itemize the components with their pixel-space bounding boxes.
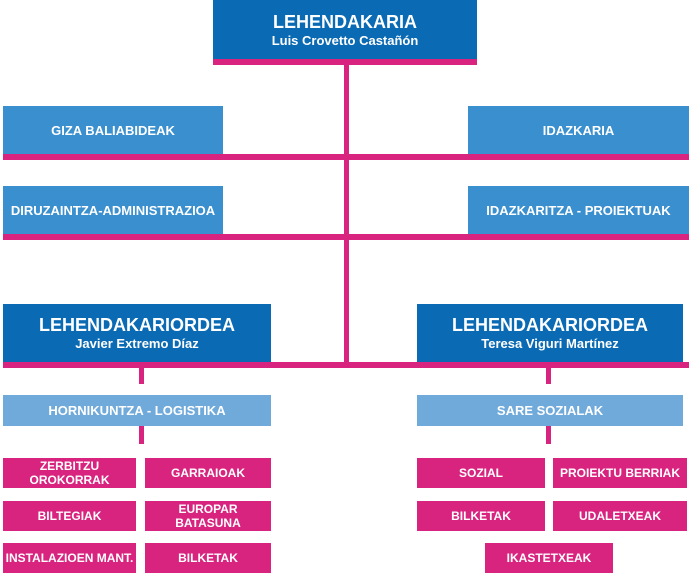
president-title: LEHENDAKARIA (273, 11, 417, 32)
connector-staff-row1 (3, 154, 689, 160)
unit-biltegiak: BILTEGIAK (3, 501, 136, 531)
president-box: LEHENDAKARIA Luis Crovetto Castañón (213, 0, 477, 59)
vice-left-title: LEHENDAKARIORDEA (38, 315, 235, 335)
diruzaintza-box: DIRUZAINTZA-ADMINISTRAZIOA (3, 186, 223, 234)
connector-left-dept-down (139, 426, 144, 444)
unit-ikastetxeak: IKASTETXEAK (485, 543, 613, 573)
vice-right-name: Teresa Viguri Martínez (481, 336, 619, 351)
connector-main-vertical (344, 62, 349, 367)
unit-sozial: SOZIAL (417, 458, 545, 488)
giza-baliabideak-label: GIZA BALIABIDEAK (51, 122, 175, 138)
unit-label: SOZIAL (459, 466, 503, 480)
diruzaintza-label: DIRUZAINTZA-ADMINISTRAZIOA (10, 202, 216, 218)
idazkaritza-box: IDAZKARITZA - PROIEKTUAK (468, 186, 689, 234)
unit-europar-batasuna: EUROPAR BATASUNA (145, 501, 271, 531)
unit-zerbitzu-orokorrak: ZERBITZU OROKORRAK (3, 458, 136, 488)
unit-label: BILTEGIAK (37, 509, 102, 523)
dept-right-label: SARE SOZIALAK (496, 403, 604, 418)
unit-label: IKASTETXEAK (506, 551, 592, 565)
vice-right-box: LEHENDAKARIORDEA Teresa Viguri Martínez (417, 304, 683, 362)
unit-label: UDALETXEAK (578, 509, 661, 523)
unit-instalazioen-mant: INSTALAZIOEN MANT. (3, 543, 136, 573)
unit-bilketak-left: BILKETAK (145, 543, 271, 573)
unit-label: ZERBITZU OROKORRAK (29, 459, 110, 487)
idazkaritza-label: IDAZKARITZA - PROIEKTUAK (486, 202, 671, 218)
unit-label: EUROPAR BATASUNA (175, 502, 241, 530)
giza-baliabideak-box: GIZA BALIABIDEAK (3, 106, 223, 154)
dept-left-box: HORNIKUNTZA - LOGISTIKA (3, 395, 271, 426)
unit-proiektu-berriak: PROIEKTU BERRIAK (553, 458, 687, 488)
unit-label: INSTALAZIOEN MANT. (5, 551, 134, 565)
unit-label: BILKETAK (451, 509, 511, 523)
unit-label: BILKETAK (178, 551, 238, 565)
connector-left-stub (139, 362, 144, 384)
connector-vice-row (3, 362, 689, 368)
idazkaria-label: IDAZKARIA (542, 122, 615, 138)
connector-right-stub (546, 362, 551, 384)
vice-left-name: Javier Extremo Díaz (75, 336, 199, 351)
unit-bilketak-right: BILKETAK (417, 501, 545, 531)
unit-label: PROIEKTU BERRIAK (559, 466, 680, 480)
connector-staff-row2 (3, 234, 689, 240)
idazkaria-box: IDAZKARIA (468, 106, 689, 154)
president-name: Luis Crovetto Castañón (271, 32, 419, 48)
dept-right-box: SARE SOZIALAK (417, 395, 683, 426)
connector-right-dept-down (546, 426, 551, 444)
unit-garraioak: GARRAIOAK (145, 458, 271, 488)
vice-right-title: LEHENDAKARIORDEA (451, 315, 648, 335)
vice-left-box: LEHENDAKARIORDEA Javier Extremo Díaz (3, 304, 271, 362)
dept-left-label: HORNIKUNTZA - LOGISTIKA (48, 403, 226, 418)
unit-udaletxeak: UDALETXEAK (553, 501, 687, 531)
unit-label: GARRAIOAK (171, 466, 245, 480)
